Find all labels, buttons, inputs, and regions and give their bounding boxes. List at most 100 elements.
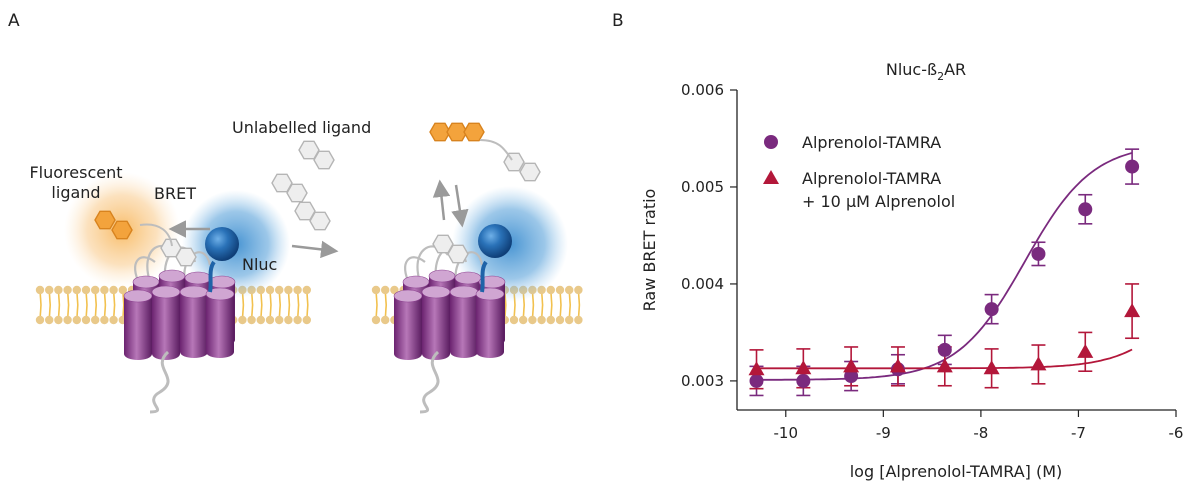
lipid-head [72,285,82,295]
legend-marker-triangle [763,170,779,184]
legend-marker-circle [764,135,778,149]
lipid-head [546,315,555,325]
receptor-right [393,269,506,360]
lipid-head [63,285,72,295]
lipid-head [63,315,72,325]
lipid-head [275,315,284,325]
lipid-head [555,315,565,325]
data-point-circle [796,373,811,388]
lipid-head [100,285,109,295]
lipid-head [302,285,311,295]
lipid-head [546,285,555,295]
data-point-circle [749,373,764,388]
hexagon-ring [429,122,451,142]
data-point-triangle [1077,343,1094,358]
helix-body [450,292,478,358]
nluc-enzyme-left [205,227,239,261]
lipid-head [293,315,302,325]
y-tick-label: 0.003 [681,372,724,390]
x-tick-label: -10 [774,424,799,442]
dissociation-arrow-down [451,184,469,228]
data-point-triangle [843,358,860,373]
y-axis-title: Raw BRET ratio [640,189,659,312]
helix-top [179,285,209,299]
lipid-head [528,315,537,325]
helix-top [184,271,212,285]
hexagon-ring [446,122,468,142]
hexagon-ring [175,247,197,267]
fluorescent-ligand-linker-right [479,139,513,161]
hexagon-ring [503,152,525,172]
lipid-head [81,285,91,295]
lipid-head [381,315,390,325]
helix-body [206,294,234,358]
helix-body [394,296,422,360]
lipid-head [265,285,275,295]
lipid-head [35,285,45,295]
lipid-head [109,315,118,325]
lipid-head [293,285,302,295]
displacement-arrow [291,240,339,259]
nluc-enzyme-right [478,224,512,258]
helix-top [208,275,236,289]
data-point-circle [844,369,859,384]
hexagon-ring [313,150,335,170]
lipid-head [72,315,82,325]
helix-body [180,292,208,358]
lipid-head [109,285,118,295]
x-tick-label: -8 [973,424,988,442]
hexagon-ring [111,220,133,240]
x-tick-label: -9 [876,424,891,442]
lipid-head [265,315,275,325]
nluc-tether-right [480,260,488,293]
y-tick-label: 0.006 [681,81,724,99]
data-point-triangle [936,358,953,373]
lipid-head [574,285,583,295]
helix-top [205,287,235,301]
data-point-triangle [748,361,765,376]
data-point-triangle [983,360,1000,375]
data-markers [748,159,1141,388]
legend-label-series-2-line1: Alprenolol-TAMRA [802,169,941,188]
c-tail-left [149,350,170,414]
hexagon-ring [447,244,469,264]
data-point-circle [1125,159,1140,174]
lipid-head [247,315,256,325]
hexagon-ring [94,210,116,230]
fluorescent-ligand-linker-left [139,223,173,247]
dissociation-arrow-up [432,179,451,221]
lipid-head [256,315,265,325]
helix-top [428,269,456,283]
c-tail-right [419,350,440,414]
lipid-head [54,315,63,325]
data-point-circle [1078,202,1093,217]
helix-top [449,285,479,299]
helix-top [421,285,451,299]
data-point-circle [984,302,999,317]
panel-a-letter: A [8,11,20,31]
chart-title: Nluc-ß2AR [886,60,966,83]
panel-b-letter: B [612,11,624,31]
lipid-head [100,315,109,325]
data-point-circle [937,342,952,357]
bret-label: BRET [154,184,196,203]
hexagon-ring [309,211,331,231]
data-point-triangle [889,358,906,373]
helix-top [454,271,482,285]
ligand-molecules [94,122,541,267]
lipid-head [390,285,399,295]
data-point-triangle [1124,303,1141,318]
fluorescent-ligand-label-line2: ligand [51,183,100,202]
lipid-head [45,285,54,295]
helix-top [393,289,423,303]
lipid-head [91,285,100,295]
lipid-head [284,285,293,295]
lipid-head [284,315,293,325]
helix-body [422,292,450,360]
hexagon-ring [286,183,308,203]
nluc-label: Nluc [242,255,277,274]
helix-body [152,292,180,360]
lipid-head [371,285,381,295]
legend-label-series-1: Alprenolol-TAMRA [802,133,941,152]
